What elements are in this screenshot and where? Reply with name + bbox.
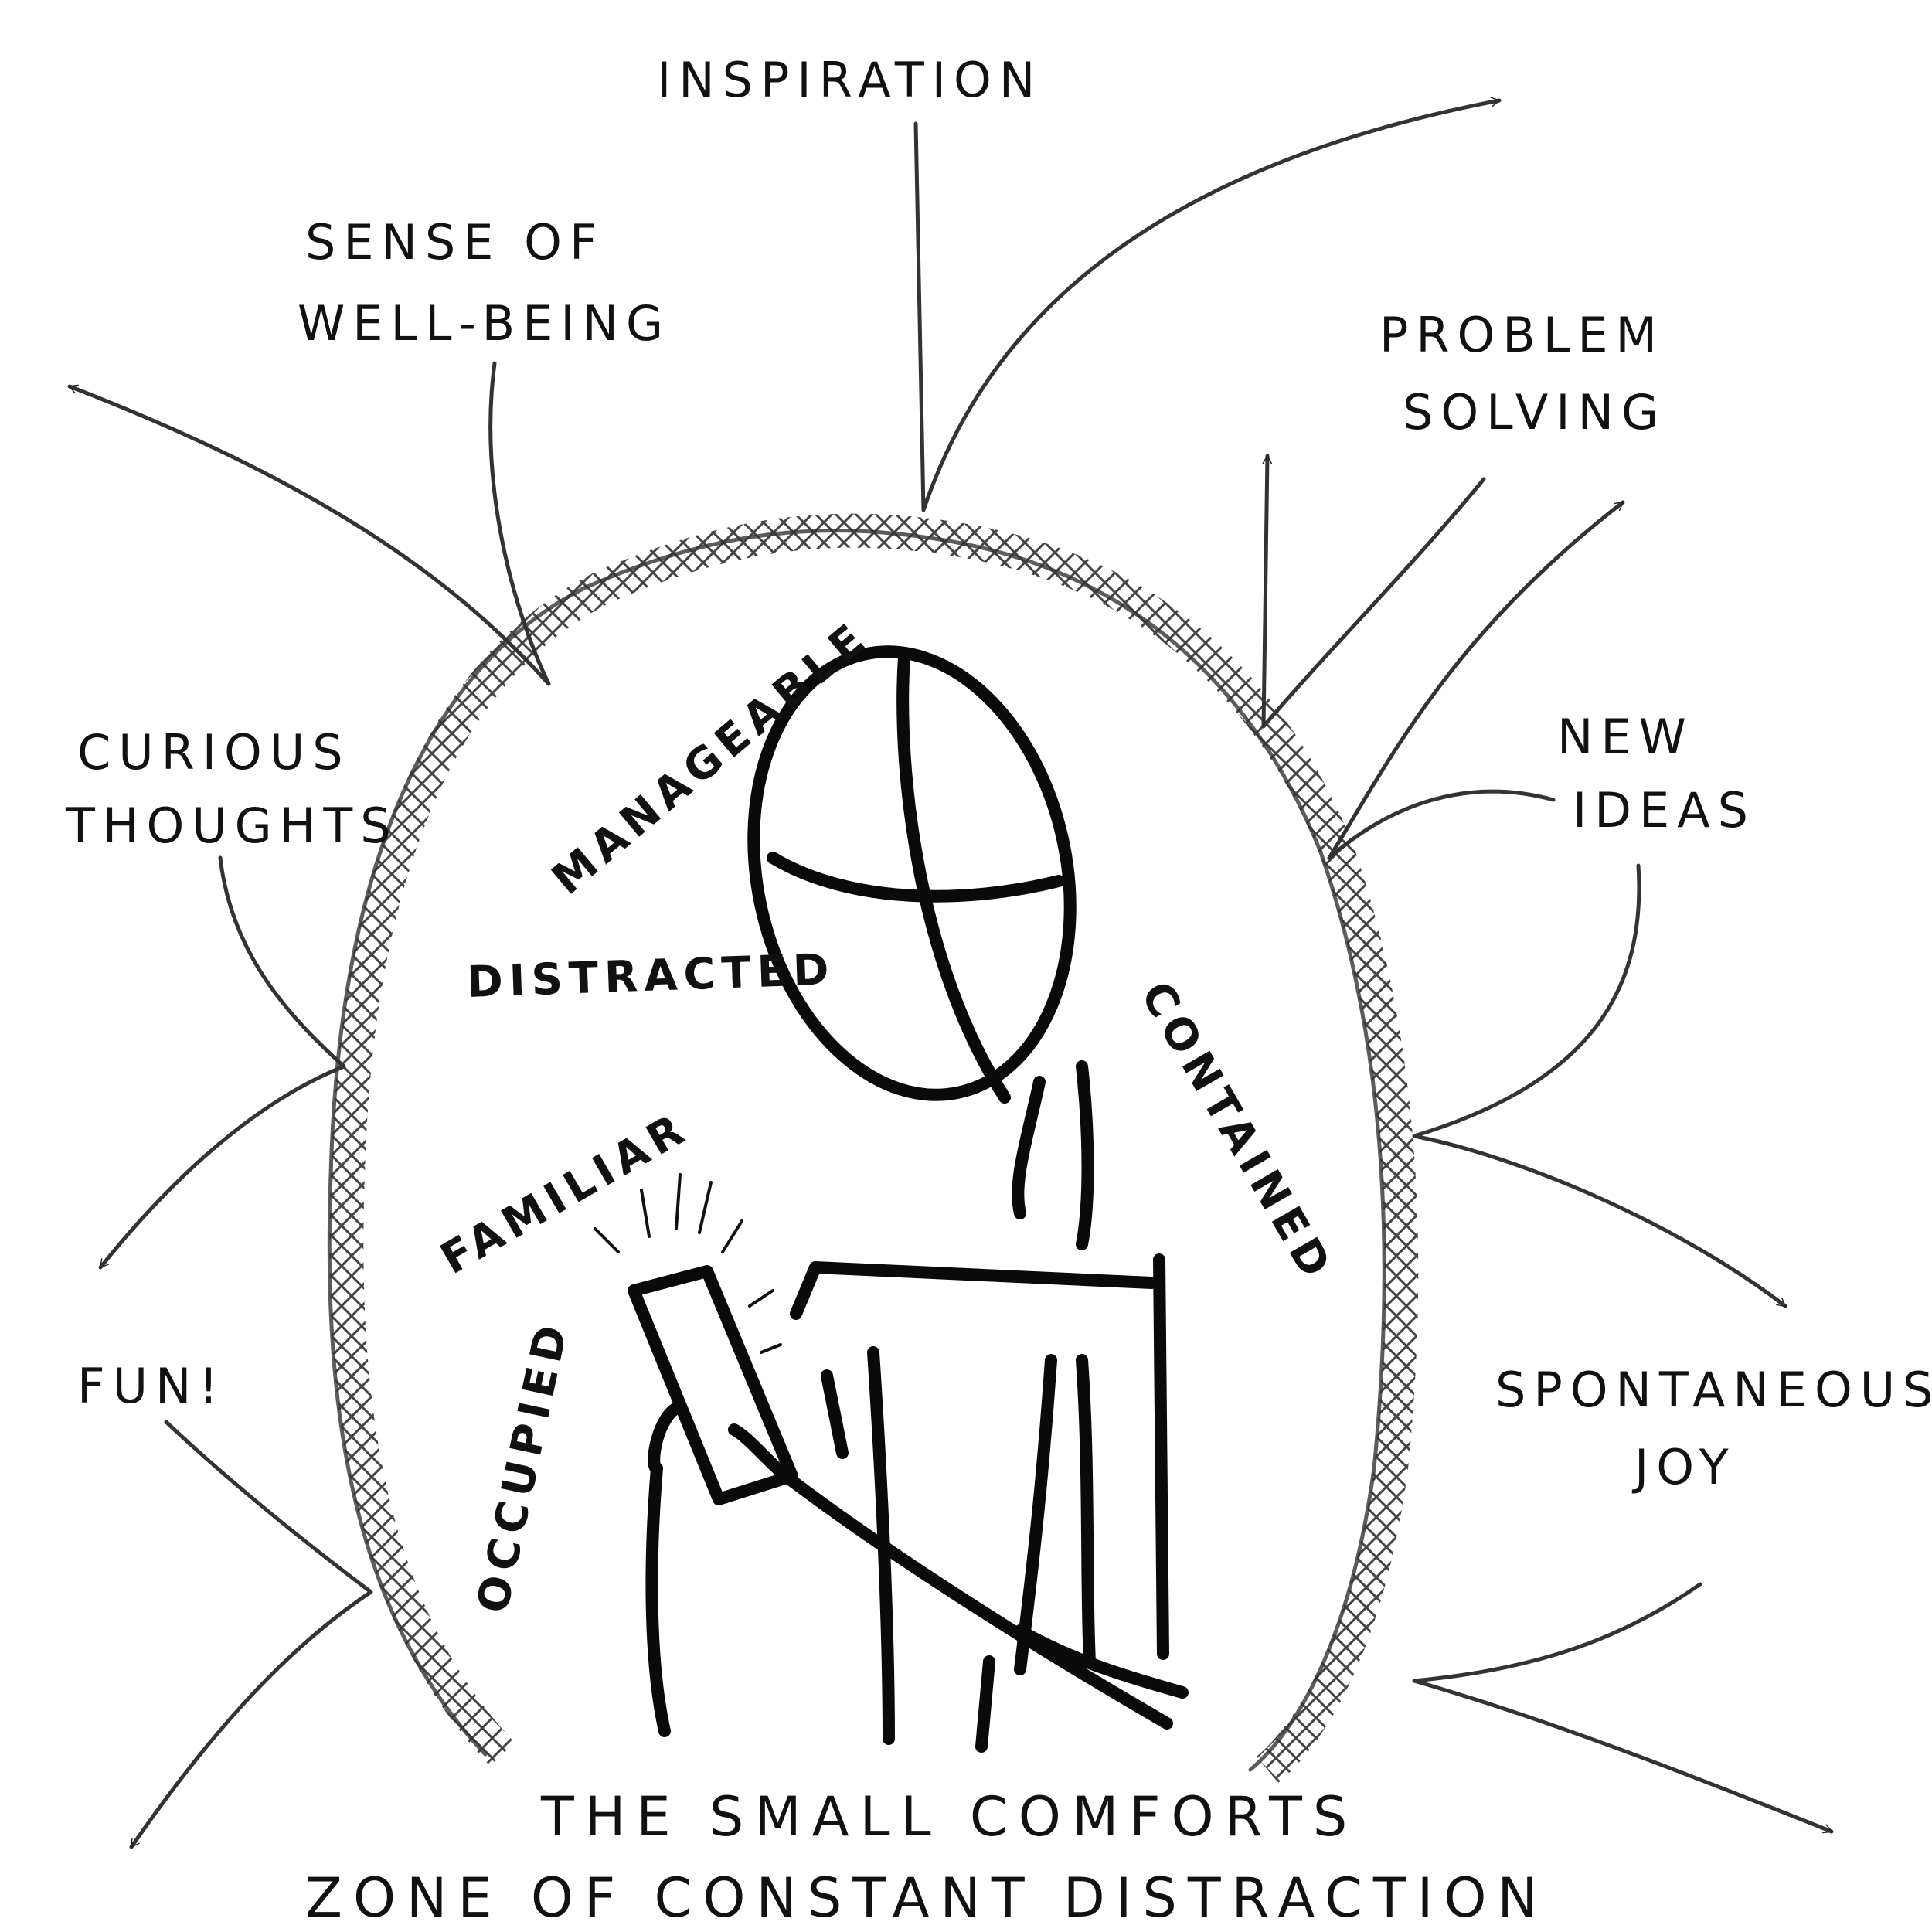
arrow-problem-solving — [1261, 454, 1486, 729]
head — [747, 645, 1077, 1101]
label-contained: CONTAINED — [1131, 974, 1343, 1291]
face-cross-vertical — [896, 651, 1011, 1104]
outer-labels: INSPIRATION SENSE OF WELL-BEING PROBLEM … — [65, 52, 1932, 1495]
label-occupied: OCCUPIED — [468, 1315, 579, 1617]
arm-sleeve — [1014, 1624, 1189, 1699]
arrow-spontaneous-joy — [1412, 1582, 1834, 1834]
label-joy: JOY — [1631, 1439, 1736, 1495]
neck — [1012, 1060, 1094, 1250]
label-manageable: MANAGEABLE — [543, 611, 879, 905]
arrow-curious — [98, 855, 346, 1270]
comfort-zone-ring — [329, 513, 1419, 1783]
right-arm — [728, 1423, 1173, 1730]
label-ideas: IDEAS — [1573, 782, 1756, 838]
caption-line-2: ZONE OF CONSTANT DISTRACTION — [305, 1866, 1549, 1930]
leg-bottom — [975, 1655, 995, 1753]
right-side — [1153, 1253, 1169, 1660]
label-inspiration: INSPIRATION — [657, 52, 1043, 108]
label-thoughts: THOUGHTS — [65, 798, 399, 854]
inner-labels: MANAGEABLE DISTRACTED CONTAINED FAMILIAR… — [433, 611, 1343, 1617]
label-distracted: DISTRACTED — [466, 944, 835, 1008]
label-solving: SOLVING — [1403, 384, 1666, 440]
caption: THE SMALL COMFORTS ZONE OF CONSTANT DIST… — [305, 1785, 1549, 1930]
arrow-spontaneous-upper — [1412, 863, 1787, 1308]
leg-inner — [1014, 1354, 1096, 1675]
label-problem: PROBLEM — [1379, 307, 1665, 363]
label-curious: CURIOUS — [77, 724, 351, 781]
arrow-new-ideas — [1327, 500, 1625, 860]
face-cross-horizontal — [767, 852, 1065, 903]
shoulders — [790, 1261, 1158, 1320]
arrow-fun — [129, 1420, 373, 1849]
label-sense-of: SENSE OF — [305, 214, 605, 270]
arrow-well-being — [67, 361, 551, 686]
label-spontaneous: SPONTANEOUS — [1495, 1362, 1932, 1418]
phone-glow — [594, 1173, 782, 1354]
deflection-arrows — [67, 97, 1834, 1849]
person-figure — [594, 645, 1189, 1753]
label-fun: FUN! — [77, 1358, 226, 1414]
caption-line-1: THE SMALL COMFORTS — [540, 1785, 1358, 1849]
ring-outer-edge — [327, 529, 1386, 1772]
arrow-inspiration — [913, 97, 1502, 512]
label-new: NEW — [1557, 709, 1694, 765]
label-familiar: FAMILIAR — [433, 1102, 698, 1284]
left-hand — [645, 1400, 686, 1737]
label-well-being: WELL-BEING — [298, 295, 671, 352]
